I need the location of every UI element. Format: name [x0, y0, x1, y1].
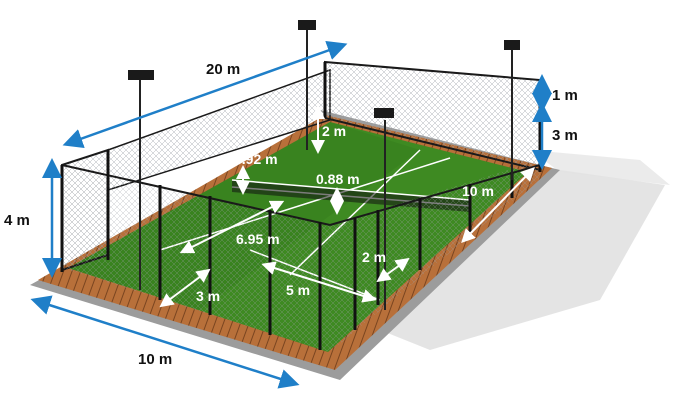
- floodlight-icon: [504, 40, 520, 50]
- label-mesh: 2 m: [322, 123, 346, 139]
- arrow-service-5m: [261, 261, 377, 303]
- arrow-service: [179, 200, 285, 254]
- label-length: 20 m: [206, 61, 240, 78]
- white-dimension-arrows: [159, 105, 535, 308]
- label-service: 6.95 m: [236, 231, 280, 247]
- floodlight-icon: [298, 20, 316, 30]
- blue-dimension-arrows: [30, 40, 552, 389]
- arrow-service-3m: [159, 268, 211, 308]
- label-net-low: 0.88 m: [316, 171, 360, 187]
- arrow-door: [376, 257, 410, 283]
- arrow-width-front: [30, 295, 300, 389]
- label-back-wall: 4 m: [4, 212, 30, 229]
- label-width-front: 10 m: [138, 351, 172, 368]
- floodlight-icon: [374, 108, 394, 118]
- arrow-length: [62, 40, 348, 149]
- arrow-side-10m: [461, 166, 535, 244]
- label-door: 2 m: [362, 249, 386, 265]
- ground-shadow: [380, 150, 670, 350]
- label-top-fence: 1 m: [552, 87, 578, 104]
- floodlight-icon: [128, 70, 154, 80]
- label-service-3m: 3 m: [196, 288, 220, 304]
- label-net-high: 0.92 m: [234, 151, 278, 167]
- label-side-10m: 10 m: [462, 183, 494, 199]
- label-service-5m: 5 m: [286, 282, 310, 298]
- label-side-wall: 3 m: [552, 127, 578, 144]
